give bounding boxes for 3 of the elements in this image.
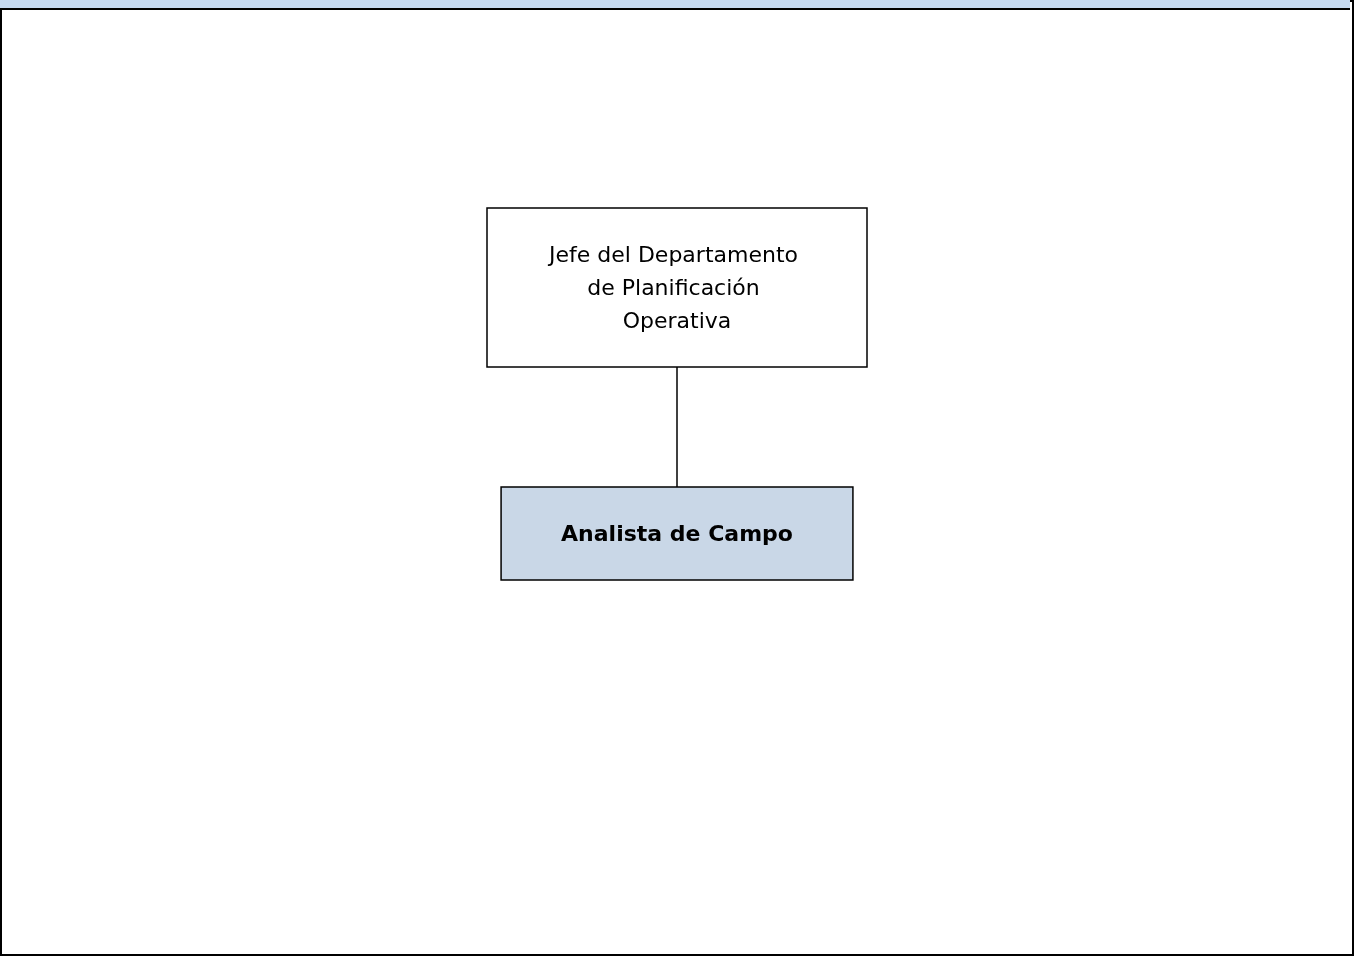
node-box: Jefe del Departamento de Planificación Operativa [486,207,868,368]
node-box: Analista de Campo [500,486,854,581]
connector [676,366,678,488]
